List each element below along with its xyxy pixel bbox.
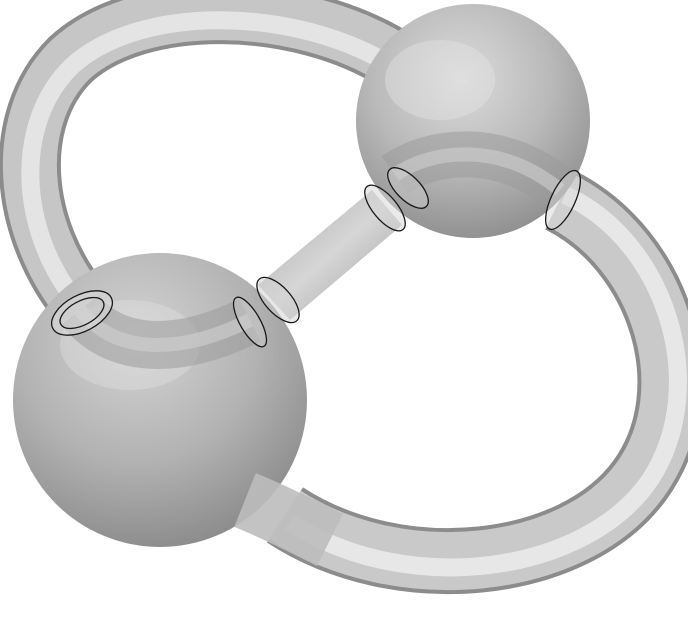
lower-handle-junction <box>245 500 330 540</box>
